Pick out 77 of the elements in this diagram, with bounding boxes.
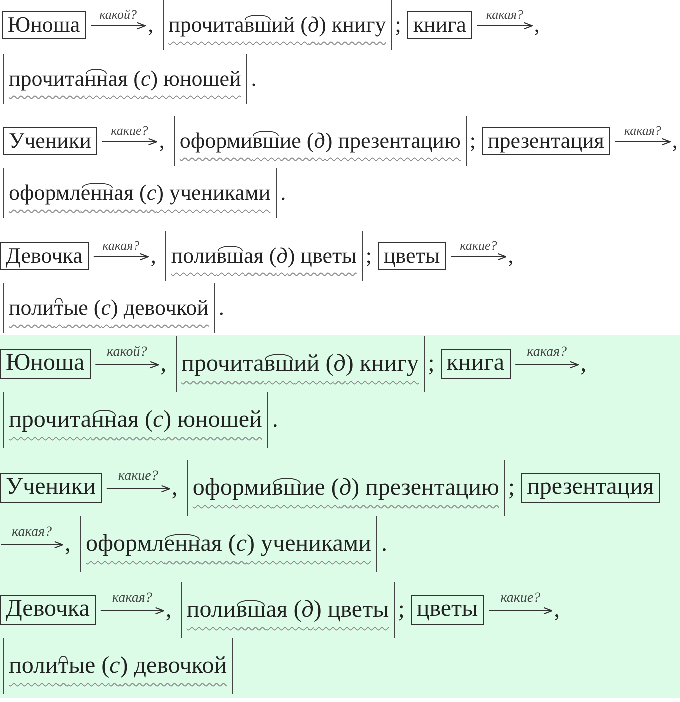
punctuation-mark: ;: [428, 350, 435, 378]
punctuation-mark: ,: [580, 350, 587, 378]
boxed-noun: Девочка: [0, 595, 96, 625]
arrow: [100, 607, 164, 615]
arrow: [102, 138, 158, 146]
punctuation-mark: ;: [366, 242, 372, 270]
participial-phrase: полившая (д) цветы: [171, 242, 357, 270]
punctuation-mark: ,: [554, 596, 560, 624]
punctuation-mark: ,: [508, 242, 514, 270]
punctuation-mark: .: [272, 406, 278, 434]
participial-phrase: политые (с) девочкой: [9, 652, 228, 681]
arrow: [1, 541, 64, 549]
question-label: какие?: [459, 238, 498, 252]
punctuation-mark: ,: [148, 12, 154, 38]
phrase-bracket-frame: [3, 283, 215, 333]
arrow: [96, 361, 160, 369]
phrase-bracket-frame: [3, 392, 268, 448]
question-label: какая?: [102, 238, 141, 252]
punctuation-mark: ;: [398, 596, 405, 624]
phrase-bracket-frame: [80, 516, 378, 572]
question-label: какой?: [98, 8, 138, 21]
participial-phrase: прочитавший (д) книгу: [182, 350, 420, 379]
boxed-noun: Юноша: [0, 349, 91, 379]
participial-phrase: оформленная (с) учениками: [86, 530, 372, 559]
phrase-bracket-frame: [165, 231, 363, 281]
punctuation-mark: ;: [395, 12, 402, 38]
punctuation-mark: ,: [172, 474, 178, 502]
punctuation-mark: ,: [672, 128, 678, 154]
punctuation-mark: ;: [508, 474, 516, 502]
boxed-noun: книга: [407, 11, 472, 39]
punctuation-mark: .: [251, 66, 257, 92]
phrase-bracket-frame: [186, 460, 506, 516]
phrase-bracket-frame: [176, 336, 426, 392]
punctuation-mark: ,: [166, 596, 172, 624]
question-label: какая?: [623, 124, 662, 137]
arrow: [615, 138, 671, 146]
phrase-bracket-frame: [180, 582, 396, 638]
phrase-bracket-frame: [162, 0, 392, 50]
phrase-bracket-frame: [174, 116, 467, 166]
punctuation-mark: .: [381, 530, 388, 558]
phrase-bracket-frame: [3, 638, 234, 694]
arrow: [91, 22, 146, 30]
arrow: [106, 485, 170, 493]
question-label: какие?: [110, 124, 150, 137]
participial-phrase: оформившие (д) презентацию: [180, 128, 461, 155]
participial-phrase: политые (с) девочкой: [9, 294, 209, 322]
participial-phrase: прочитанная (с) юношей: [9, 406, 262, 435]
boxed-noun: Ученики: [3, 127, 98, 155]
boxed-noun: презентация: [482, 127, 610, 155]
punctuation-mark: .: [280, 180, 286, 206]
boxed-noun: цветы: [410, 595, 484, 625]
phrase-bracket-frame: [3, 168, 277, 218]
arrow: [94, 253, 149, 261]
arrow: [451, 253, 507, 261]
boxed-noun: презентация: [521, 473, 660, 503]
arrow: [489, 607, 553, 615]
punctuation-mark: ,: [534, 12, 540, 38]
boxed-noun: цветы: [378, 242, 446, 270]
boxed-noun: Девочка: [0, 242, 89, 270]
question-label: какая?: [485, 8, 524, 21]
punctuation-mark: ,: [150, 242, 156, 270]
punctuation-mark: ,: [160, 350, 167, 378]
punctuation-mark: ;: [470, 128, 476, 154]
boxed-noun: Ученики: [0, 473, 102, 503]
participial-phrase: прочитанная (с) юношей: [9, 66, 242, 93]
punctuation-mark: ,: [65, 530, 71, 558]
punctuation-mark: .: [218, 294, 224, 322]
participial-phrase: оформившие (д) презентацию: [192, 474, 500, 503]
participial-phrase: оформленная (с) учениками: [9, 180, 271, 207]
participial-phrase: прочитавший (д) книгу: [168, 12, 386, 39]
phrase-bracket-frame: [3, 54, 248, 104]
punctuation-mark: ,: [159, 128, 165, 154]
boxed-noun: книга: [440, 349, 511, 379]
participial-phrase: полившая (д) цветы: [186, 596, 390, 625]
arrow: [477, 22, 533, 30]
boxed-noun: Юноша: [2, 11, 86, 39]
arrow: [516, 361, 580, 369]
